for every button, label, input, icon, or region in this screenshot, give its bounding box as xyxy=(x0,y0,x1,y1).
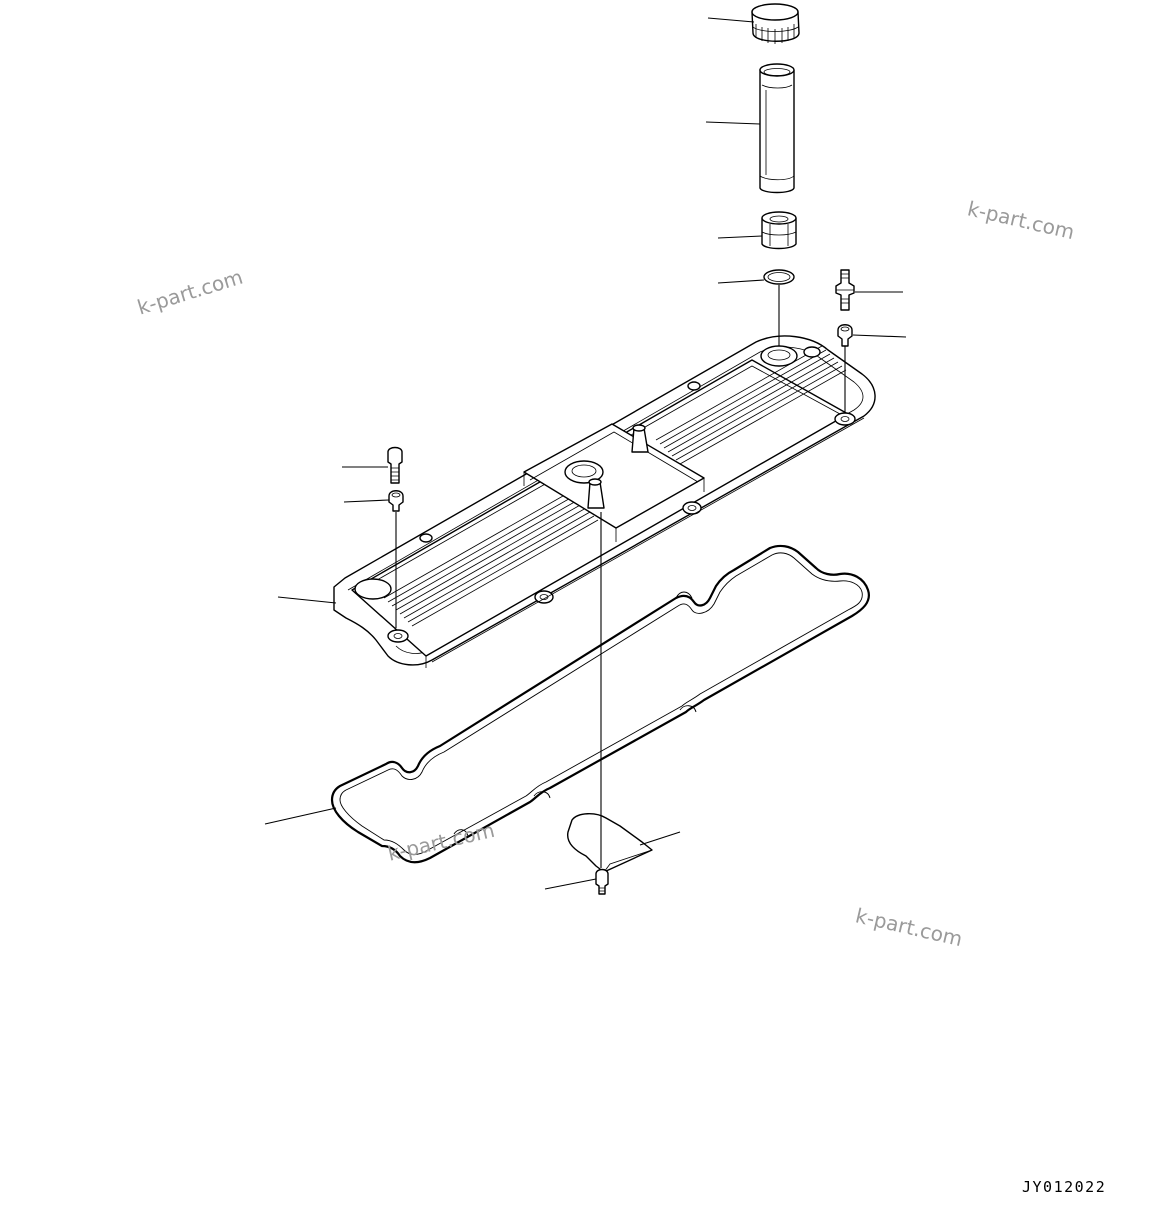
bracket-bolt xyxy=(595,868,609,895)
oil-filler-cap xyxy=(751,3,800,44)
leader-cylinder-head-cover xyxy=(277,596,337,604)
o-ring xyxy=(763,269,795,285)
leader-lines xyxy=(264,17,907,890)
leader-filler-tube xyxy=(705,121,761,125)
grommet-right xyxy=(837,324,853,347)
filler-adapter xyxy=(761,211,797,250)
leader-bracket-plate xyxy=(639,831,681,846)
bolt-left xyxy=(387,446,403,484)
grommet-left xyxy=(388,490,404,512)
center-lines xyxy=(395,285,846,868)
leader-o-ring xyxy=(717,279,765,284)
leader-bracket-bolt xyxy=(544,878,597,890)
cylinder-head-cover xyxy=(333,335,876,668)
bracket-plate xyxy=(567,813,653,873)
leader-cover-gasket xyxy=(264,807,337,825)
leader-grommet-right xyxy=(852,334,907,338)
stud-bolt xyxy=(835,269,855,311)
filler-tube xyxy=(759,63,795,194)
leader-grommet-left xyxy=(343,499,390,503)
leader-filler-adapter xyxy=(717,235,763,239)
drawing-code-label: JY012022 xyxy=(1022,1178,1107,1196)
leader-oil-filler-cap xyxy=(707,17,755,23)
cover-gasket xyxy=(330,544,870,864)
